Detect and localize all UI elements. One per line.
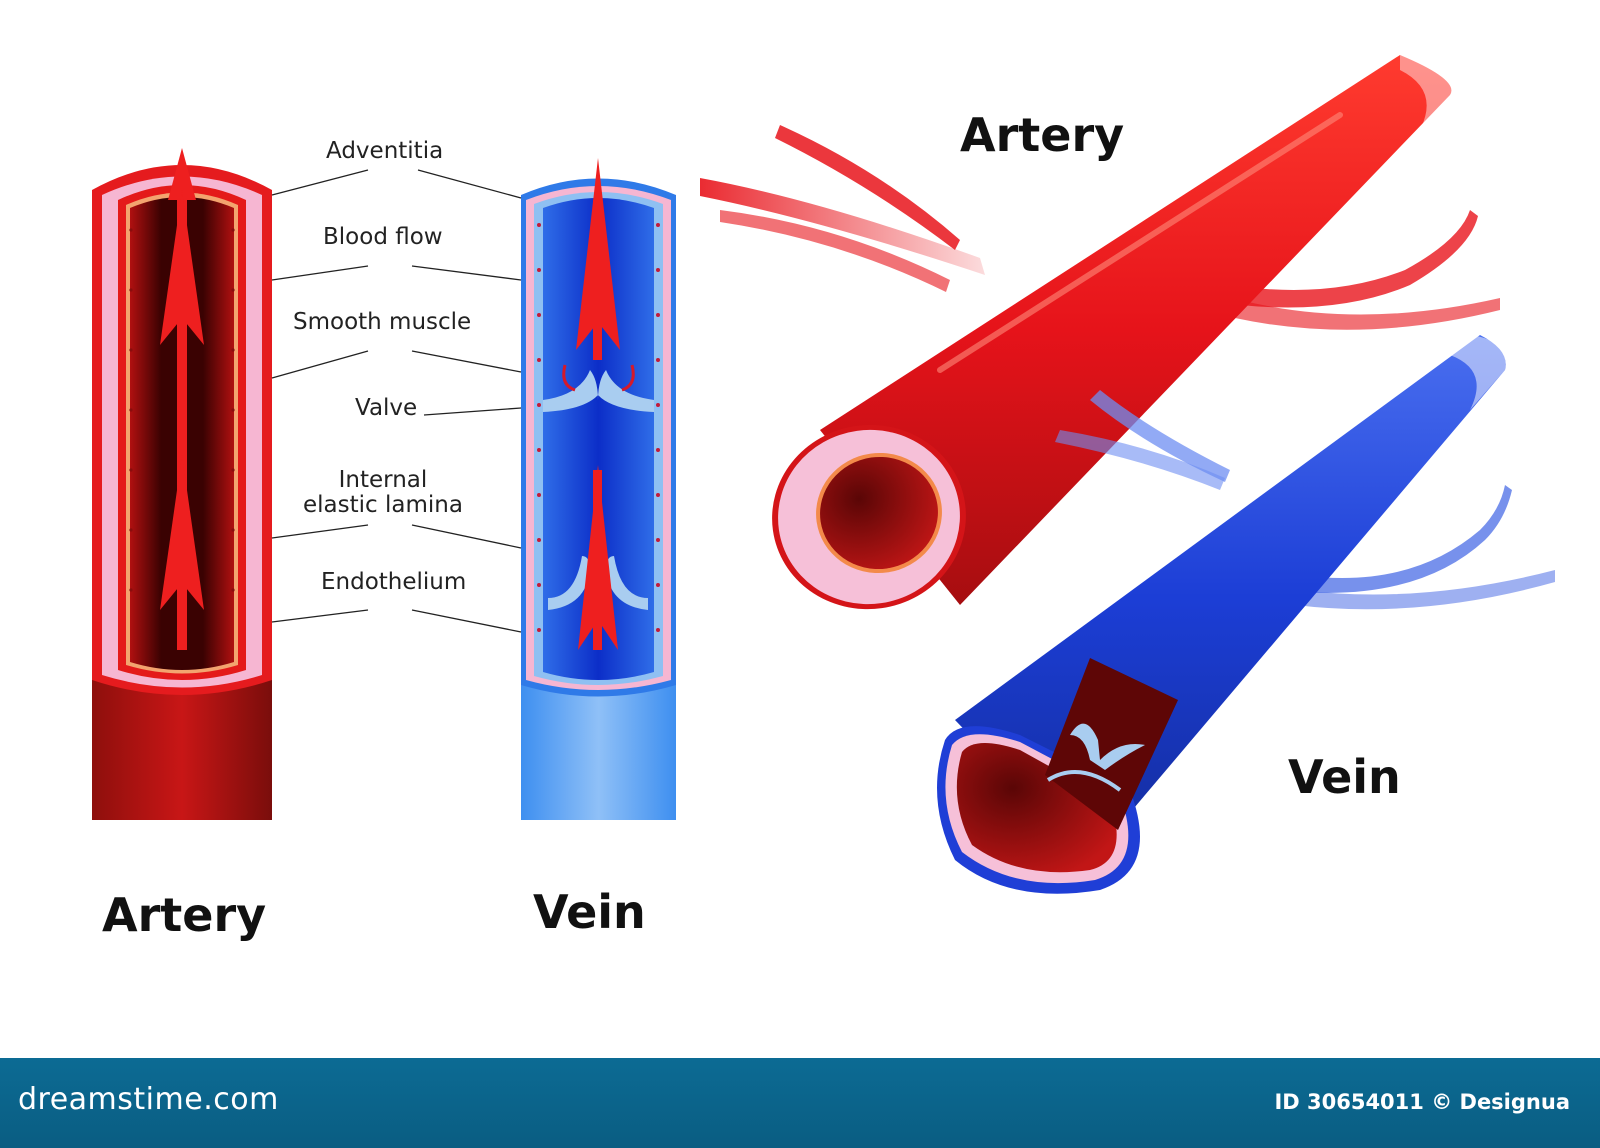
footer-bar: dreamstime.com ID 30654011 © Designua <box>0 1058 1600 1148</box>
artery-3d-tube <box>820 55 1452 605</box>
artery-3d-title: Artery <box>960 108 1125 162</box>
callout-blood-flow: Blood flow <box>323 224 443 250</box>
vein-3d-valve <box>1070 723 1145 770</box>
callout-leader-lines <box>271 169 522 633</box>
vein-cross-section-title: Vein <box>533 885 646 939</box>
artery-3d-highlight <box>937 112 1343 373</box>
vein-branch <box>1055 430 1225 490</box>
artery-branch <box>720 210 950 292</box>
artery-3d <box>700 55 1500 610</box>
vein-valve-flow <box>562 364 635 392</box>
callout-internal-elastic-lamina: Internal elastic lamina <box>303 467 463 518</box>
callout-smooth-muscle: Smooth muscle <box>293 309 472 335</box>
artery-branch <box>775 125 960 250</box>
callout-adventitia: Adventitia <box>326 138 444 164</box>
vein-branch <box>1295 570 1555 610</box>
vein-3d-fade <box>1450 335 1506 410</box>
artery-3d-lumen <box>820 456 938 570</box>
vein-muscle-dots <box>537 223 660 632</box>
artery-muscle-dots <box>129 228 235 592</box>
vein-3d-lumen <box>956 742 1117 873</box>
artery-3d-fade <box>1400 55 1455 130</box>
artery-blood-flow-arrows <box>160 148 204 650</box>
vein-cross-section <box>521 158 676 820</box>
vein-valves <box>543 370 654 610</box>
footer-credit: ID 30654011 © Designua <box>1274 1090 1570 1114</box>
artery-cross-section <box>92 148 272 820</box>
vein-3d-title: Vein <box>1288 750 1401 804</box>
artery-cross-section-title: Artery <box>102 888 267 942</box>
artery-branch <box>1235 298 1500 330</box>
vein-branch <box>1090 390 1230 482</box>
vein-3d-valve-edge <box>1046 770 1122 792</box>
vein-blood-flow-arrows <box>576 158 620 650</box>
callout-endothelium: Endothelium <box>321 569 467 595</box>
vein-lumen <box>543 198 654 680</box>
artery-branch <box>700 178 985 275</box>
footer-brand-logo: dreamstime.com <box>18 1082 279 1117</box>
vein-3d <box>937 335 1555 894</box>
vein-3d-window <box>1045 658 1178 830</box>
callout-valve: Valve <box>355 395 418 421</box>
